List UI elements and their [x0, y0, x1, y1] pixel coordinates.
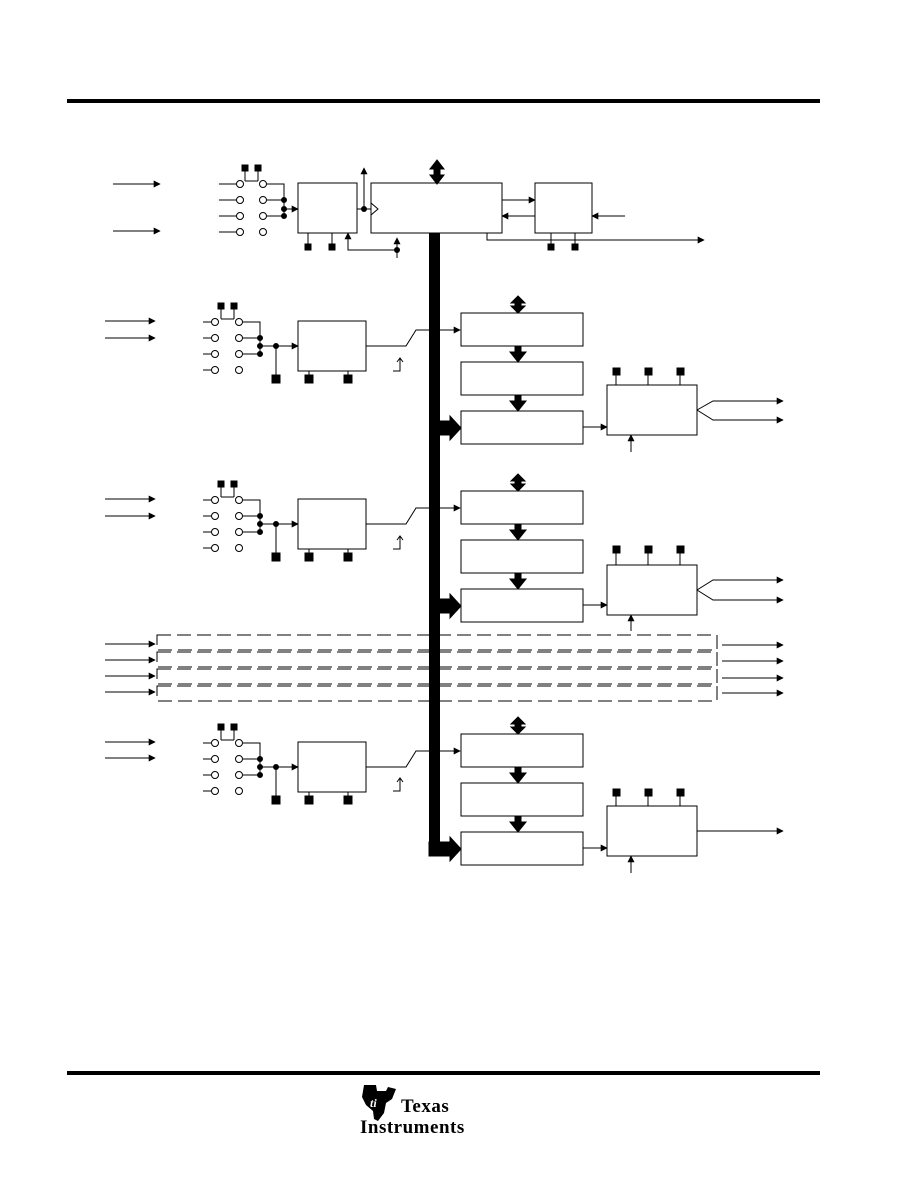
- ch3-output-block: [606, 805, 698, 857]
- ti-texas-logo-icon: ti: [362, 1085, 396, 1121]
- logo-line-texas: Texas: [401, 1096, 450, 1117]
- ch3-block: [297, 741, 367, 793]
- top-section: [113, 159, 705, 258]
- channel-2: [105, 473, 784, 631]
- ch3-block-2: [460, 782, 584, 817]
- texas-instruments-logo: ti Texas Instruments: [356, 1083, 526, 1143]
- switch-array: [219, 164, 299, 236]
- dashed-channels: [105, 634, 784, 702]
- ch1-block: [297, 320, 367, 372]
- top-block-c: [534, 182, 593, 234]
- switch-array: [203, 302, 299, 384]
- ch1-block-1: [460, 312, 584, 347]
- ch2-block-1: [460, 490, 584, 525]
- ch1-output-block: [606, 384, 698, 436]
- main-bus: [429, 233, 440, 853]
- switch-array: [203, 723, 299, 805]
- top-block-a: [297, 182, 358, 234]
- ch2-output-block: [606, 564, 698, 616]
- ch2-block-3: [460, 588, 584, 623]
- channel-3: [105, 716, 784, 873]
- ch2-block: [297, 498, 367, 550]
- ch3-block-3: [460, 831, 584, 866]
- header-rule: [67, 99, 820, 103]
- ch2-block-2: [460, 539, 584, 574]
- svg-text:ti: ti: [370, 1096, 377, 1110]
- logo-line-instruments: Instruments: [360, 1117, 465, 1138]
- channel-1: [105, 295, 784, 452]
- ch1-block-3: [460, 410, 584, 445]
- footer-rule: [67, 1071, 820, 1075]
- switch-array: [203, 480, 299, 562]
- ch1-block-2: [460, 361, 584, 396]
- ch3-block-1: [460, 733, 584, 768]
- top-block-b: [370, 182, 503, 234]
